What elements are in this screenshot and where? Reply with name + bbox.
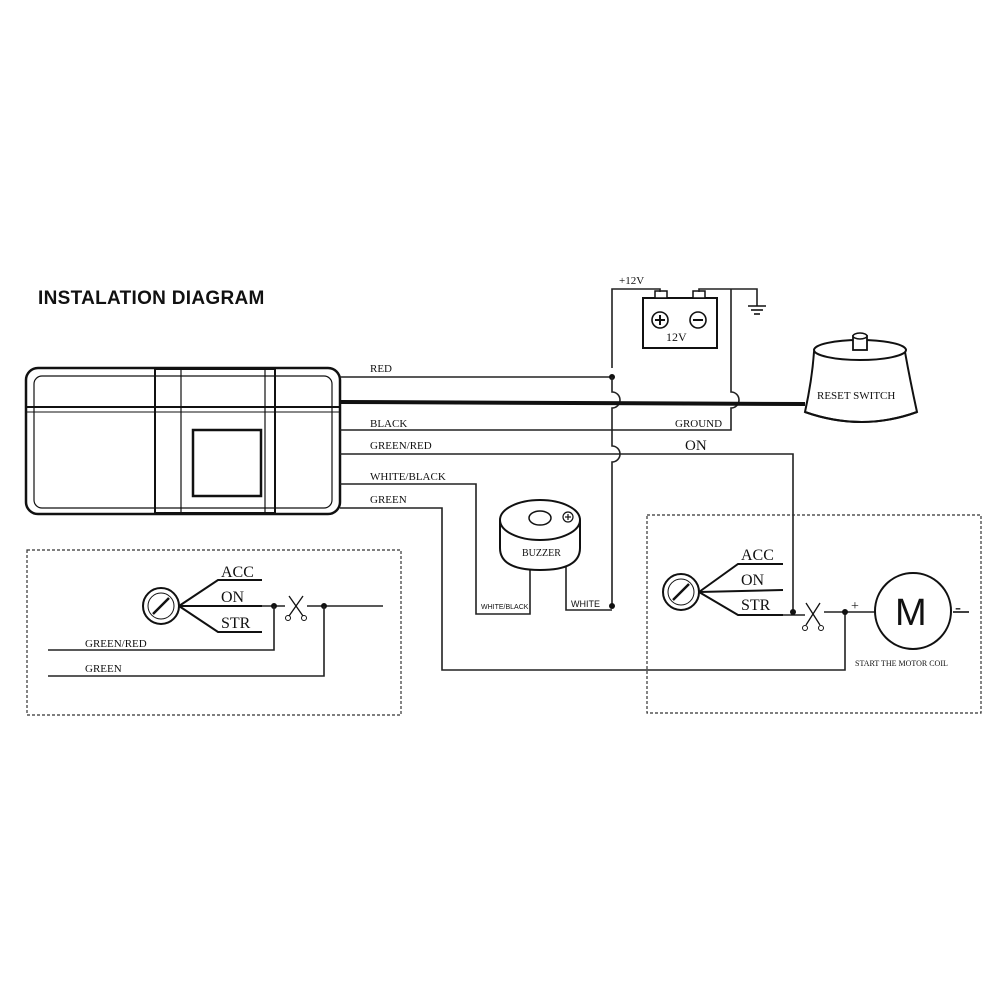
scissors-cut-icon	[285, 595, 307, 621]
wire-label-red: RED	[370, 363, 392, 375]
right-str-label: STR	[741, 597, 771, 614]
battery-label: 12V	[666, 330, 687, 344]
motor-caption: START THE MOTOR COIL	[855, 659, 948, 668]
ignition-box-right	[646, 514, 982, 714]
supply-label: +12V	[619, 275, 644, 287]
wire-label-on: ON	[685, 438, 707, 454]
ignition-key-icon	[662, 573, 700, 611]
wire-label-ground: GROUND	[675, 418, 722, 430]
ground-icon	[748, 305, 766, 315]
left-on-label: ON	[221, 589, 245, 606]
buzzer-label: BUZZER	[522, 548, 561, 559]
right-on-label: ON	[741, 572, 765, 589]
motor-icon	[874, 572, 952, 650]
motor-minus: -	[955, 597, 961, 617]
motor-letter: M	[895, 592, 927, 634]
ignition-box-left	[26, 549, 402, 716]
diagram-title: INSTALATION DIAGRAM	[38, 288, 265, 309]
left-green-label: GREEN	[85, 663, 122, 675]
right-acc-label: ACC	[741, 547, 774, 564]
left-str-label: STR	[221, 615, 251, 632]
battery: 12V	[642, 290, 718, 349]
reset-switch-label: RESET SWITCH	[817, 390, 895, 402]
buzzer-icon	[499, 499, 581, 572]
wire-label-green: GREEN	[370, 494, 407, 506]
wire-label-black: BLACK	[370, 418, 407, 430]
wire-label-white: WHITE	[571, 599, 600, 609]
ignition-key-icon	[142, 587, 180, 625]
wire-label-white-black-small: WHITE/BLACK	[481, 604, 529, 611]
wire-label-white-black: WHITE/BLACK	[370, 471, 446, 483]
motor-plus: +	[851, 599, 859, 614]
reset-switch-icon	[803, 332, 919, 423]
scissors-cut-icon	[802, 602, 824, 631]
control-module	[24, 366, 342, 516]
left-green-red-label: GREEN/RED	[85, 638, 147, 650]
wire-label-green-red: GREEN/RED	[370, 440, 432, 452]
left-acc-label: ACC	[221, 564, 254, 581]
